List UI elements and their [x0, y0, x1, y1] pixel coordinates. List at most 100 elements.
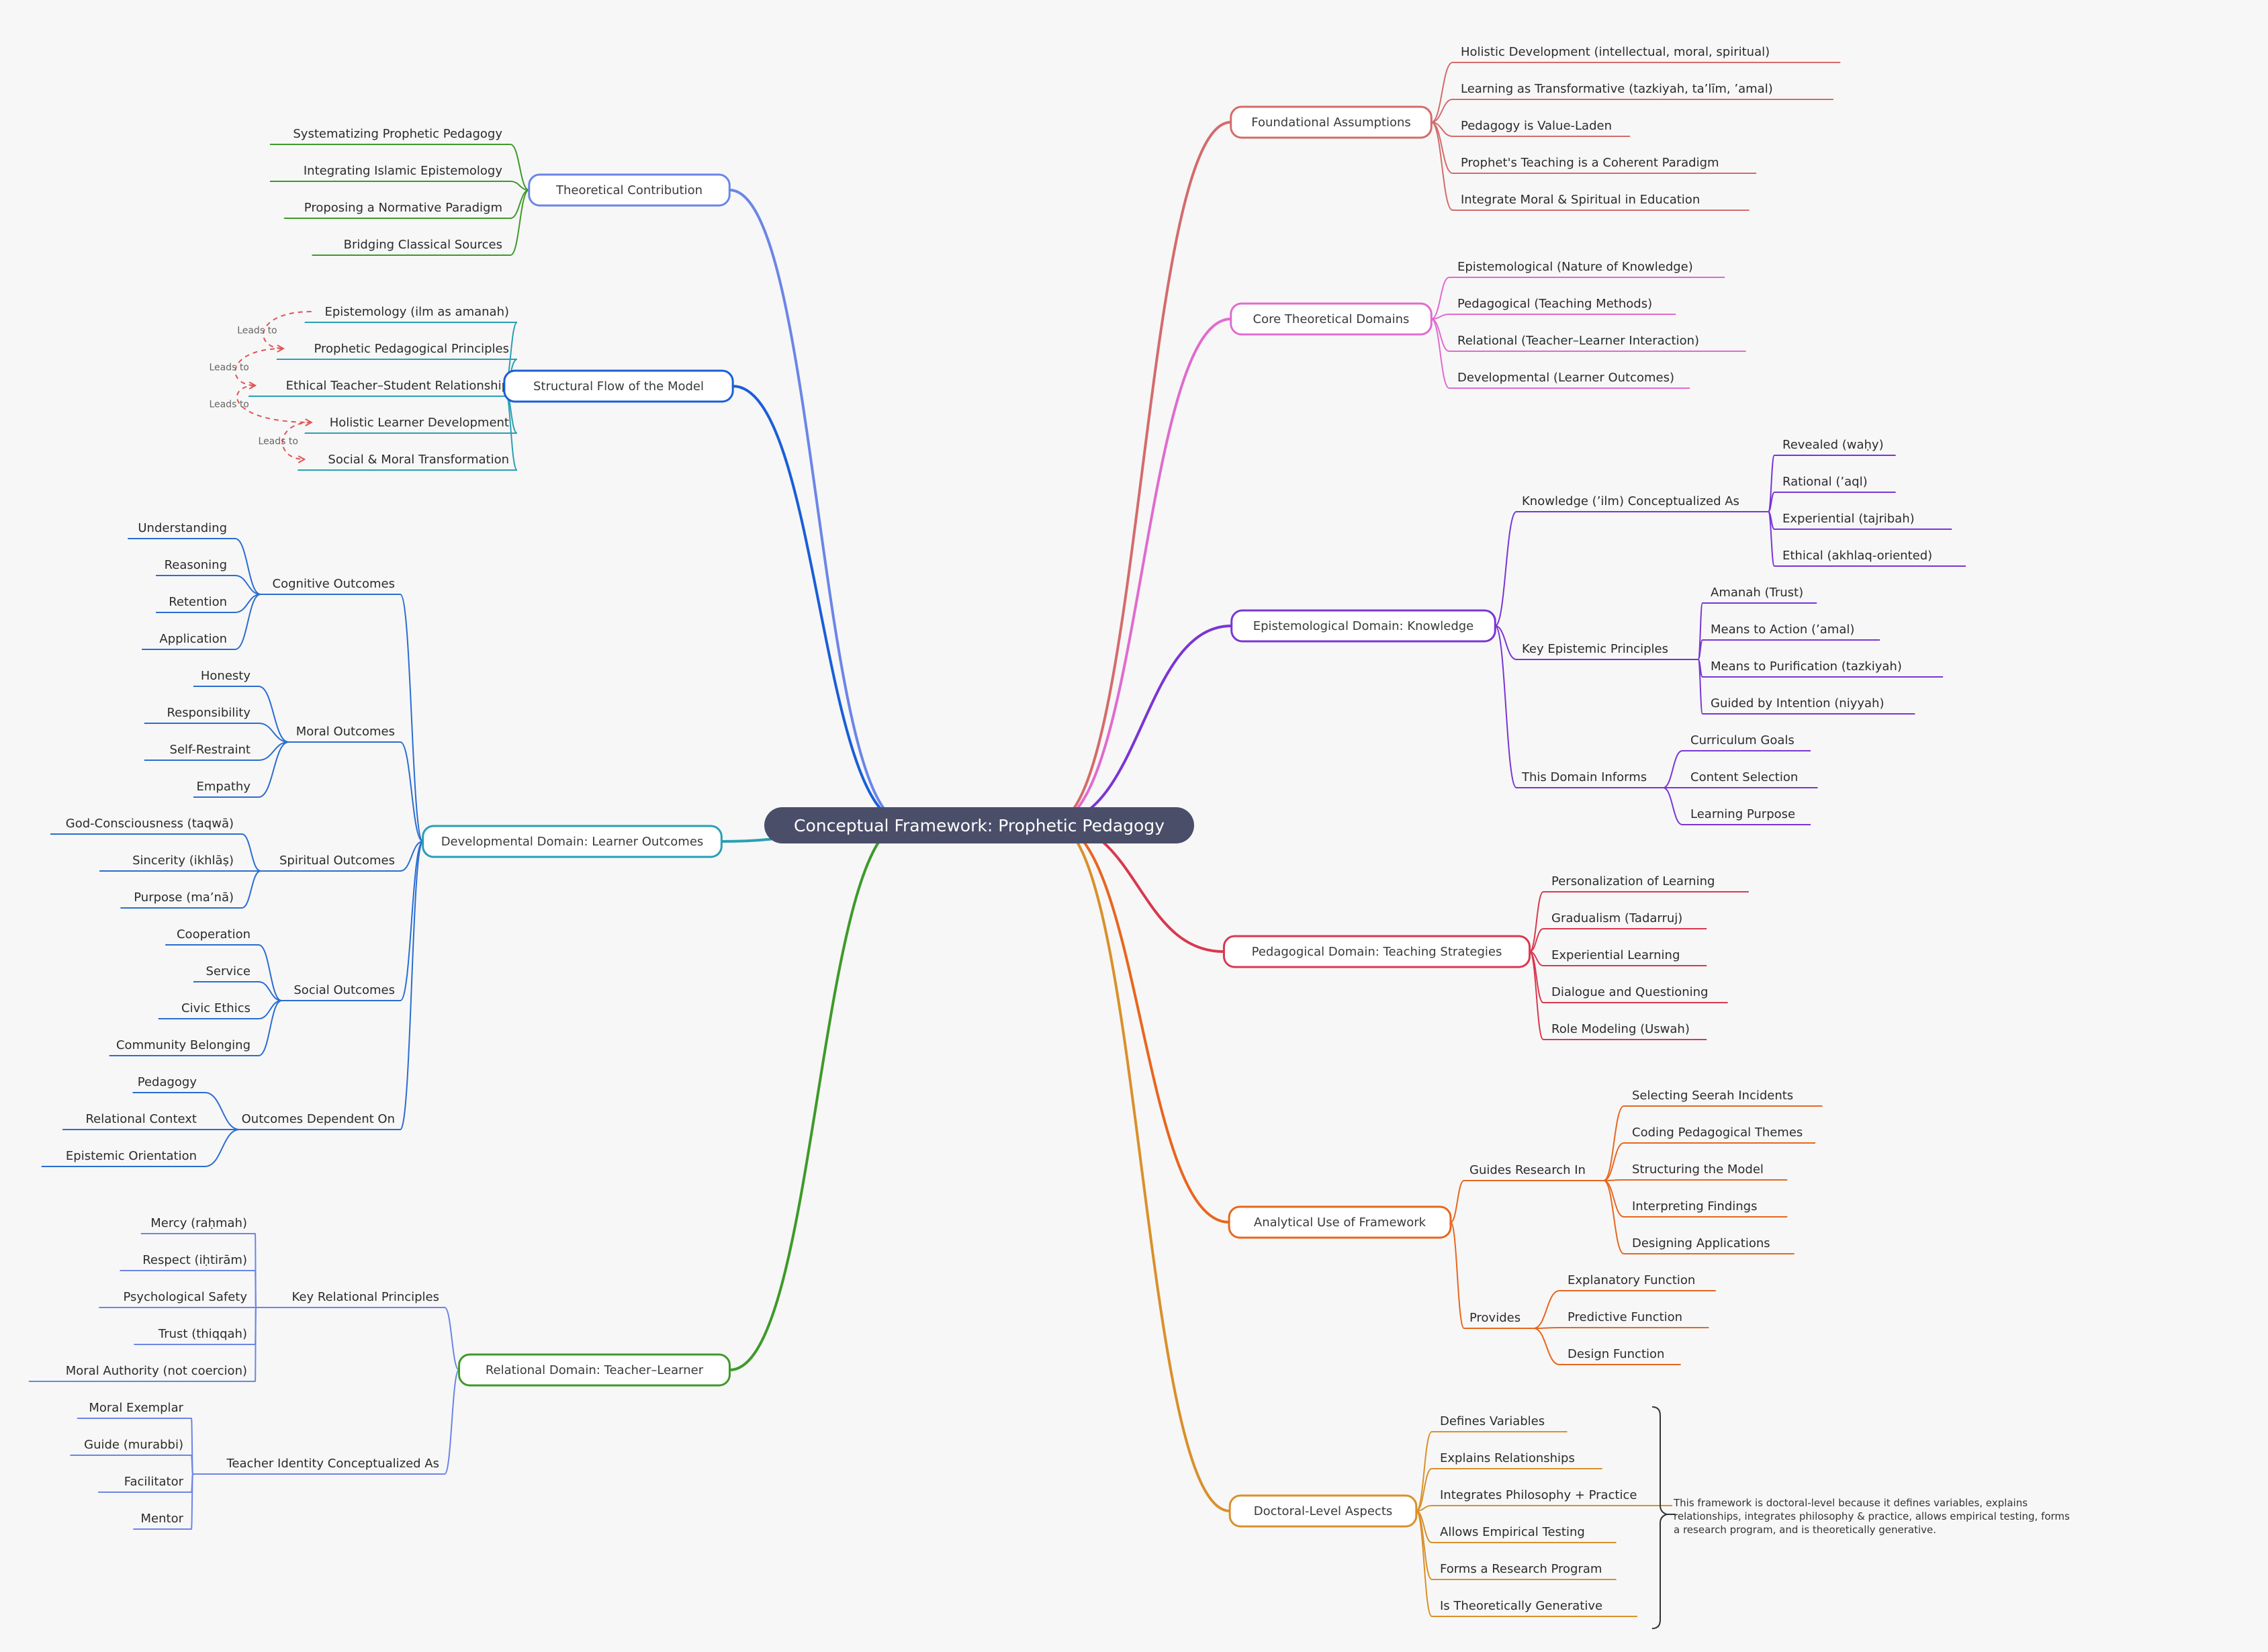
leaf-structuring-the-model[interactable]: Structuring the Model: [1632, 1162, 1764, 1177]
topic-doctoral-level-aspects-box[interactable]: [1228, 1494, 1418, 1528]
leaf-experiential-learning[interactable]: Experiential Learning: [1551, 948, 1680, 962]
leaf-personalization-of-learning[interactable]: Personalization of Learning: [1551, 874, 1715, 888]
leaf-epistemological-nature-of-knowledge[interactable]: Epistemological (Nature of Knowledge): [1457, 260, 1693, 274]
leaf-is-theoretically-generative[interactable]: Is Theoretically Generative: [1440, 1599, 1602, 1613]
leaf-self-restraint[interactable]: Self-Restraint: [170, 743, 251, 757]
leaf-trust-thiqqah[interactable]: Trust (thiqqah): [158, 1327, 247, 1341]
topic-foundational-assumptions-box[interactable]: [1230, 105, 1433, 139]
subtopic-cognitive-outcomes[interactable]: Cognitive Outcomes: [273, 577, 395, 591]
leaf-means-to-action-amal[interactable]: Means to Action (’amal): [1711, 623, 1854, 637]
leaf-pedagogy[interactable]: Pedagogy: [138, 1075, 197, 1089]
leaf-pedagogical-teaching-methods[interactable]: Pedagogical (Teaching Methods): [1457, 297, 1652, 311]
topic-theoretical-contribution[interactable]: Theoretical Contribution: [528, 173, 731, 207]
leaf-empathy[interactable]: Empathy: [197, 780, 251, 794]
leaf-forms-a-research-program[interactable]: Forms a Research Program: [1440, 1562, 1602, 1576]
topic-developmental-domain[interactable]: Developmental Domain: Learner Outcomes: [422, 825, 723, 858]
topic-pedagogical-domain-box[interactable]: [1222, 935, 1531, 968]
topic-core-theoretical-domains-box[interactable]: [1230, 302, 1433, 336]
leaf-guided-by-intention-niyyah[interactable]: Guided by Intention (niyyah): [1711, 696, 1884, 710]
leaf-explains-relationships[interactable]: Explains Relationships: [1440, 1451, 1575, 1465]
topic-core-theoretical-domains[interactable]: Core Theoretical Domains: [1230, 302, 1433, 336]
subtopic-knowledge-ilm-conceptualized-as[interactable]: Knowledge (’ilm) Conceptualized As: [1522, 494, 1739, 508]
leaf-integrates-philosophy-practice[interactable]: Integrates Philosophy + Practice: [1440, 1488, 1637, 1502]
leaf-learning-purpose[interactable]: Learning Purpose: [1690, 807, 1795, 821]
topic-analytical-use-box[interactable]: [1228, 1205, 1452, 1239]
leaf-ethical-teacher-student-relationship[interactable]: Ethical Teacher–Student Relationship: [286, 379, 509, 393]
topic-relational-domain-box[interactable]: [458, 1353, 731, 1387]
subtopic-provides[interactable]: Provides: [1469, 1311, 1521, 1325]
leaf-community-belonging[interactable]: Community Belonging: [116, 1038, 251, 1052]
leaf-moral-exemplar[interactable]: Moral Exemplar: [89, 1401, 183, 1415]
leaf-guide-murabbi[interactable]: Guide (murabbi): [84, 1438, 183, 1452]
leaf-designing-applications[interactable]: Designing Applications: [1632, 1236, 1770, 1250]
leaf-learning-as-transformative-tazkiyah-ta-l-m-amal[interactable]: Learning as Transformative (tazkiyah, ta…: [1461, 82, 1773, 96]
leaf-explanatory-function[interactable]: Explanatory Function: [1568, 1273, 1695, 1287]
leaf-moral-authority-not-coercion[interactable]: Moral Authority (not coercion): [66, 1364, 247, 1378]
leaf-holistic-development-intellectual-moral-spiritual[interactable]: Holistic Development (intellectual, mora…: [1461, 45, 1770, 59]
leaf-understanding[interactable]: Understanding: [138, 521, 227, 535]
topic-structural-flow[interactable]: Structural Flow of the Model: [503, 369, 734, 403]
leaf-epistemic-orientation[interactable]: Epistemic Orientation: [66, 1149, 197, 1163]
subtopic-spiritual-outcomes[interactable]: Spiritual Outcomes: [279, 854, 395, 868]
subtopic-social-outcomes[interactable]: Social Outcomes: [293, 983, 395, 997]
topic-developmental-domain-box[interactable]: [422, 825, 723, 858]
leaf-social-moral-transformation[interactable]: Social & Moral Transformation: [328, 453, 509, 467]
leaf-bridging-classical-sources[interactable]: Bridging Classical Sources: [344, 238, 502, 252]
leaf-pedagogy-is-value-laden[interactable]: Pedagogy is Value-Laden: [1461, 119, 1612, 133]
leaf-holistic-learner-development[interactable]: Holistic Learner Development: [330, 416, 509, 430]
leaf-service[interactable]: Service: [206, 964, 251, 978]
subtopic-key-relational-principles[interactable]: Key Relational Principles: [291, 1290, 439, 1304]
leaf-cooperation[interactable]: Cooperation: [177, 927, 251, 942]
subtopic-key-epistemic-principles[interactable]: Key Epistemic Principles: [1522, 642, 1668, 656]
leaf-revealed-wa-y[interactable]: Revealed (waḥy): [1782, 438, 1884, 452]
leaf-civic-ethics[interactable]: Civic Ethics: [181, 1001, 251, 1015]
subtopic-guides-research-in[interactable]: Guides Research In: [1469, 1163, 1586, 1177]
topic-analytical-use[interactable]: Analytical Use of Framework: [1228, 1205, 1452, 1239]
topic-relational-domain[interactable]: Relational Domain: Teacher–Learner: [458, 1353, 731, 1387]
leaf-selecting-seerah-incidents[interactable]: Selecting Seerah Incidents: [1632, 1089, 1793, 1103]
leaf-allows-empirical-testing[interactable]: Allows Empirical Testing: [1440, 1525, 1585, 1539]
leaf-systematizing-prophetic-pedagogy[interactable]: Systematizing Prophetic Pedagogy: [293, 127, 502, 141]
leaf-relational-teacher-learner-interaction[interactable]: Relational (Teacher–Learner Interaction): [1457, 334, 1699, 348]
leaf-proposing-a-normative-paradigm[interactable]: Proposing a Normative Paradigm: [304, 201, 502, 215]
leaf-amanah-trust[interactable]: Amanah (Trust): [1711, 586, 1803, 600]
root-topic[interactable]: Conceptual Framework: Prophetic Pedagogy: [764, 807, 1194, 843]
topic-structural-flow-box[interactable]: [503, 369, 734, 403]
root-topic-box[interactable]: [764, 807, 1194, 843]
topic-doctoral-level-aspects[interactable]: Doctoral-Level Aspects: [1228, 1494, 1418, 1528]
subtopic-this-domain-informs[interactable]: This Domain Informs: [1521, 770, 1647, 784]
leaf-psychological-safety[interactable]: Psychological Safety: [123, 1290, 247, 1304]
leaf-prophetic-pedagogical-principles[interactable]: Prophetic Pedagogical Principles: [314, 342, 509, 356]
leaf-sincerity-ikhl[interactable]: Sincerity (ikhlāṣ): [132, 854, 234, 868]
subtopic-moral-outcomes[interactable]: Moral Outcomes: [296, 725, 395, 739]
leaf-god-consciousness-taqw[interactable]: God-Consciousness (taqwā): [66, 817, 234, 831]
leaf-design-function[interactable]: Design Function: [1568, 1347, 1664, 1361]
leaf-mentor[interactable]: Mentor: [141, 1512, 184, 1526]
leaf-epistemology-ilm-as-amanah[interactable]: Epistemology (ilm as amanah): [324, 305, 509, 319]
leaf-role-modeling-uswah[interactable]: Role Modeling (Uswah): [1551, 1022, 1690, 1036]
leaf-defines-variables[interactable]: Defines Variables: [1440, 1414, 1545, 1428]
leaf-respect-i-tir-m[interactable]: Respect (iḥtirām): [142, 1253, 247, 1267]
leaf-prophet-s-teaching-is-a-coherent-paradigm[interactable]: Prophet's Teaching is a Coherent Paradig…: [1461, 156, 1719, 170]
leaf-purpose-ma-n[interactable]: Purpose (ma’nā): [134, 890, 234, 905]
leaf-rational-aql[interactable]: Rational (’aql): [1782, 475, 1868, 489]
leaf-integrate-moral-spiritual-in-education[interactable]: Integrate Moral & Spiritual in Education: [1461, 193, 1700, 207]
leaf-reasoning[interactable]: Reasoning: [165, 558, 227, 572]
topic-foundational-assumptions[interactable]: Foundational Assumptions: [1230, 105, 1433, 139]
topic-pedagogical-domain[interactable]: Pedagogical Domain: Teaching Strategies: [1222, 935, 1531, 968]
leaf-facilitator[interactable]: Facilitator: [124, 1475, 184, 1489]
leaf-content-selection[interactable]: Content Selection: [1690, 770, 1798, 784]
leaf-means-to-purification-tazkiyah[interactable]: Means to Purification (tazkiyah): [1711, 659, 1902, 674]
leaf-gradualism-tadarruj[interactable]: Gradualism (Tadarruj): [1551, 911, 1682, 925]
leaf-ethical-akhlaq-oriented[interactable]: Ethical (akhlaq-oriented): [1782, 549, 1932, 563]
leaf-retention[interactable]: Retention: [169, 595, 227, 609]
leaf-integrating-islamic-epistemology[interactable]: Integrating Islamic Epistemology: [304, 164, 502, 178]
leaf-coding-pedagogical-themes[interactable]: Coding Pedagogical Themes: [1632, 1126, 1803, 1140]
topic-theoretical-contribution-box[interactable]: [528, 173, 731, 207]
leaf-application[interactable]: Application: [159, 632, 227, 646]
leaf-dialogue-and-questioning[interactable]: Dialogue and Questioning: [1551, 985, 1708, 999]
leaf-responsibility[interactable]: Responsibility: [167, 706, 251, 720]
leaf-predictive-function[interactable]: Predictive Function: [1568, 1310, 1682, 1324]
leaf-mercy-ra-mah[interactable]: Mercy (raḥmah): [150, 1216, 247, 1230]
subtopic-teacher-identity-conceptualized-as[interactable]: Teacher Identity Conceptualized As: [226, 1457, 440, 1471]
